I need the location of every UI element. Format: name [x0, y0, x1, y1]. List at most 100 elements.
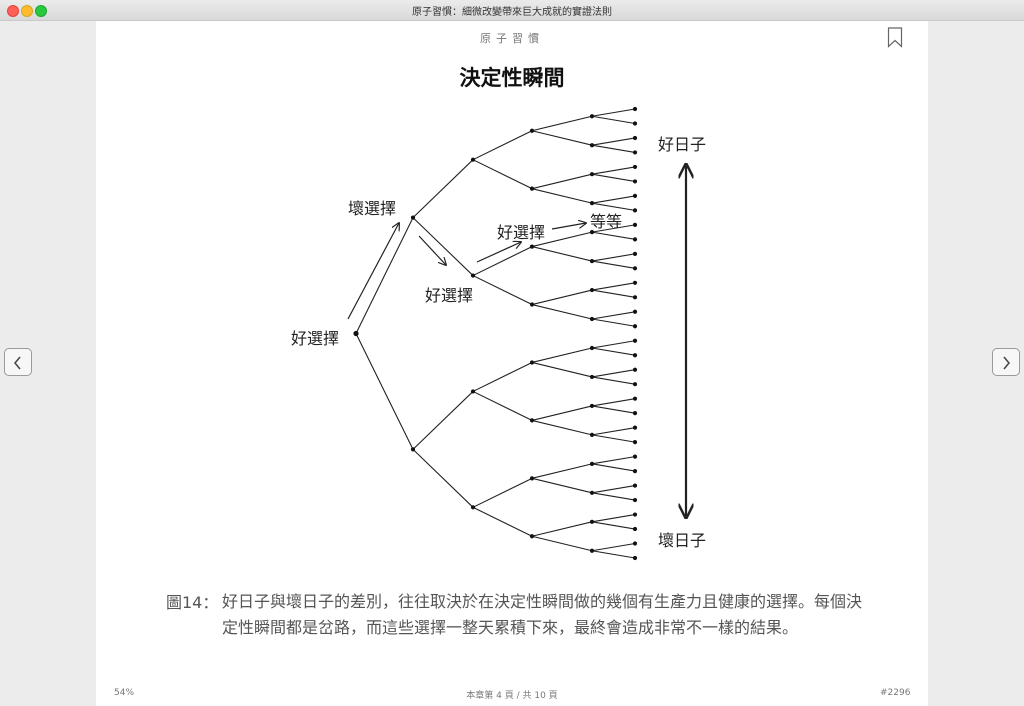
tree-branch	[531, 246, 593, 262]
etc-arrow	[551, 223, 586, 230]
chevron-right-icon	[1003, 356, 1010, 370]
tree-branch	[591, 260, 636, 269]
label-etc: 等等	[590, 212, 623, 231]
tree-node	[470, 273, 476, 278]
tree-branch	[591, 398, 636, 407]
zoom-window-button[interactable]	[35, 5, 47, 17]
chapter-page-indicator: 本章第 4 頁 / 共 10 頁	[466, 691, 558, 701]
tree-branch	[531, 188, 593, 204]
close-window-button[interactable]	[7, 5, 19, 17]
decision-tree	[353, 106, 638, 561]
tree-branch	[591, 434, 636, 443]
tree-node	[632, 179, 638, 184]
tree-node	[589, 548, 595, 553]
tree-branch	[591, 376, 636, 385]
tree-branch	[531, 477, 593, 494]
figure-number: 圖14：	[166, 593, 219, 612]
label-bad-choice: 壞選擇	[348, 199, 397, 218]
tree-node	[632, 266, 638, 271]
decision-tree-diagram	[347, 106, 928, 561]
tree-branch	[472, 506, 533, 537]
label-root-good-choice: 好選擇	[291, 329, 340, 348]
tree-node	[632, 121, 638, 126]
tree-branch	[531, 463, 593, 479]
tree-node	[632, 222, 638, 227]
tree-node	[589, 345, 595, 351]
label-good-day: 好日子	[658, 135, 707, 154]
tree-node	[632, 135, 638, 141]
choice-arrows	[347, 223, 586, 320]
tree-node	[632, 497, 638, 503]
tree-node	[589, 374, 595, 380]
tree-branch	[531, 521, 593, 537]
tree-branch	[531, 303, 593, 320]
tree-branch	[591, 195, 636, 204]
tree-branch	[591, 289, 636, 298]
tree-branch	[591, 514, 636, 523]
tree-node	[589, 230, 595, 235]
tree-branch	[531, 115, 593, 132]
tree-node	[589, 519, 595, 524]
tree-branch	[591, 463, 636, 472]
tree-branch	[472, 159, 533, 190]
tree-node	[632, 353, 638, 358]
tree-branch	[591, 108, 636, 117]
location-indicator: #2296	[880, 688, 911, 698]
tree-branch	[591, 137, 636, 146]
tree-node	[410, 215, 416, 220]
tree-node	[632, 338, 638, 343]
tree-node	[589, 316, 595, 322]
tree-branch	[591, 224, 636, 233]
tree-branch	[472, 275, 533, 306]
tree-node	[632, 309, 638, 314]
tree-node	[529, 360, 535, 365]
tree-branch	[591, 173, 636, 182]
tree-branch	[591, 253, 636, 262]
tree-node	[410, 447, 416, 452]
label-good-choice-upper: 好選擇	[497, 223, 546, 242]
tree-node	[632, 150, 638, 155]
minimize-window-button[interactable]	[21, 5, 33, 17]
tree-branch	[591, 166, 636, 175]
tree-branch	[591, 202, 636, 211]
label-good-choice-mid: 好選擇	[425, 286, 474, 305]
tree-node	[529, 128, 535, 133]
tree-node	[632, 440, 638, 445]
tree-node	[589, 114, 595, 119]
tree-node	[632, 425, 638, 430]
reading-progress: 54%	[114, 688, 135, 698]
tree-branch	[591, 231, 636, 240]
figure-caption: 好日子與壞日子的差別，往往取決於在決定性瞬間做的幾個有生產力且健康的選擇。每個決…	[222, 592, 863, 637]
tree-node	[632, 193, 638, 199]
tree-branch	[591, 521, 636, 530]
label-bad-day: 壞日子	[658, 531, 707, 550]
tree-node	[632, 526, 638, 532]
tree-branch	[531, 361, 593, 378]
tree-node	[632, 367, 638, 372]
good-choice-arrow-mid	[418, 235, 446, 265]
tree-node	[529, 186, 535, 191]
tree-branch	[412, 391, 474, 450]
tree-node	[632, 237, 638, 242]
tree-branch	[531, 405, 593, 421]
tree-branch	[591, 144, 636, 153]
next-page-button[interactable]	[992, 348, 1020, 376]
tree-branch	[591, 405, 636, 414]
tree-branch	[412, 448, 474, 508]
tree-node	[470, 389, 476, 394]
tree-node	[632, 382, 638, 387]
bad-choice-arrow	[347, 223, 399, 320]
tree-node	[632, 411, 638, 416]
bookmark-button[interactable]	[887, 27, 903, 52]
tree-node	[632, 164, 638, 170]
tree-branch	[472, 361, 533, 392]
window-title: 原子習慣：細微改變帶來巨大成就的實證法則	[412, 7, 612, 18]
tree-node	[470, 157, 476, 162]
previous-page-button[interactable]	[4, 348, 32, 376]
tree-node	[589, 432, 595, 437]
tree-branch	[591, 115, 636, 125]
tree-branch	[531, 535, 593, 552]
tree-node	[632, 454, 638, 459]
tree-node	[632, 541, 638, 546]
tree-node	[589, 490, 595, 495]
